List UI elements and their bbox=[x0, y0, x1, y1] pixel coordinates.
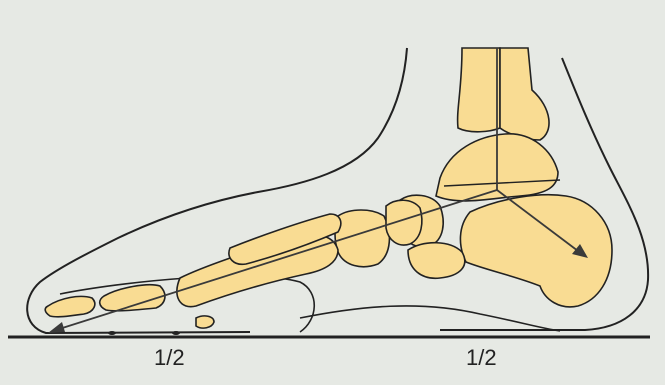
cuboid-bone bbox=[408, 243, 465, 279]
contact-marker bbox=[172, 331, 180, 335]
sesamoid-bone bbox=[196, 316, 214, 328]
fibula bbox=[500, 48, 549, 140]
forefoot-arrowhead bbox=[48, 322, 65, 333]
tibia bbox=[458, 48, 500, 132]
left-half-label: 1/2 bbox=[154, 345, 185, 371]
calcaneus-bone bbox=[460, 195, 612, 307]
right-half-label: 1/2 bbox=[466, 345, 497, 371]
leg-bones bbox=[458, 48, 549, 140]
phalanx-bone-distal bbox=[45, 296, 95, 316]
contact-marker bbox=[108, 331, 116, 335]
